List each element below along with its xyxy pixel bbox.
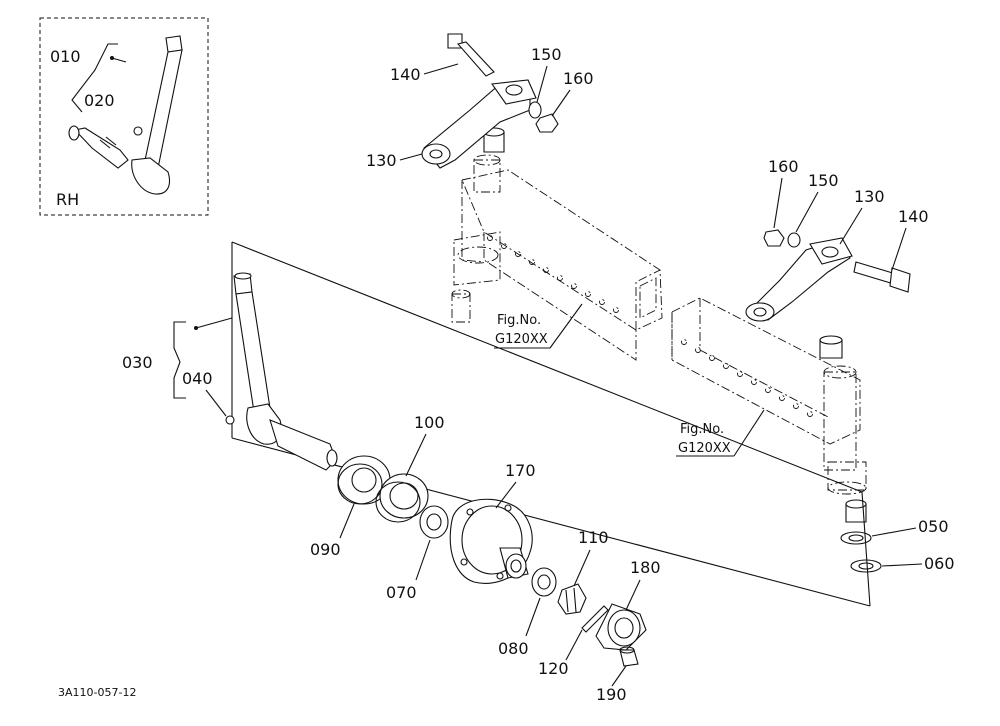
bolt-190 — [619, 646, 639, 667]
cotter-pin-120 — [581, 605, 609, 633]
left-beam-bushing-bottom — [451, 293, 471, 323]
rh-inset: 010 020 RH — [39, 17, 209, 216]
label-080: 080 — [498, 639, 529, 658]
label-180: 180 — [630, 558, 661, 577]
label-140-left: 140 — [390, 65, 421, 84]
steering-arm-right — [745, 237, 853, 322]
ref-fig-left-line1: Fig.No. — [497, 313, 541, 328]
label-100: 100 — [414, 413, 445, 432]
washer-left — [528, 101, 542, 119]
bearing-070 — [419, 505, 449, 539]
label-110: 110 — [578, 528, 609, 547]
label-130-right: 130 — [854, 187, 885, 206]
bolt-right — [853, 261, 911, 293]
label-120: 120 — [538, 659, 569, 678]
rh-bracket — [71, 43, 118, 113]
wheel-hub-170 — [449, 498, 533, 584]
grease-fitting-lh — [225, 415, 235, 425]
label-150-left: 150 — [531, 45, 562, 64]
castle-nut-110 — [557, 583, 587, 615]
rh-leader — [111, 57, 127, 63]
drawing-code: 3A110-057-12 — [58, 686, 136, 699]
bolt-left — [447, 33, 495, 77]
left-axle-beam — [451, 154, 663, 361]
axis-line-base — [231, 437, 871, 607]
label-040: 040 — [182, 369, 213, 388]
rh-inset-frame — [39, 17, 209, 216]
upper-bushing-right — [819, 335, 843, 359]
axis-line-upper — [231, 241, 863, 493]
lower-bushing-right — [845, 499, 867, 523]
label-190: 190 — [596, 685, 627, 704]
lh-bracket — [173, 321, 186, 399]
label-060: 060 — [924, 554, 955, 573]
left-beam-bushing-top — [473, 159, 501, 193]
nut-left — [535, 113, 559, 133]
label-160-right: 160 — [768, 157, 799, 176]
thrust-washer-050 — [840, 531, 872, 545]
label-030: 030 — [122, 353, 153, 372]
steering-knuckle-lh — [233, 272, 338, 471]
label-rh: RH — [56, 190, 79, 209]
shim-060 — [850, 559, 882, 573]
bearing-080 — [531, 567, 557, 597]
label-140-right: 140 — [898, 207, 929, 226]
label-050: 050 — [918, 517, 949, 536]
label-020: 020 — [84, 91, 115, 110]
label-070: 070 — [386, 583, 417, 602]
dust-seal-090 — [337, 455, 391, 505]
label-160-left: 160 — [563, 69, 594, 88]
label-170: 170 — [505, 461, 536, 480]
grease-fitting-rh — [133, 126, 143, 136]
label-010: 010 — [50, 47, 81, 66]
nut-right — [763, 229, 785, 247]
label-150-right: 150 — [808, 171, 839, 190]
steering-knuckle-rh — [68, 35, 183, 195]
washer-right — [787, 232, 801, 248]
steering-arm-left — [421, 79, 537, 169]
label-090: 090 — [310, 540, 341, 559]
hub-cap-180 — [595, 603, 647, 651]
right-axle-beam — [671, 297, 867, 495]
label-130-left: 130 — [366, 151, 397, 170]
bearing-100 — [375, 473, 429, 523]
ref-fig-left-line2: G120XX — [495, 332, 548, 347]
ref-fig-right-line2: G120XX — [678, 441, 731, 456]
left-beam-body — [461, 169, 663, 331]
